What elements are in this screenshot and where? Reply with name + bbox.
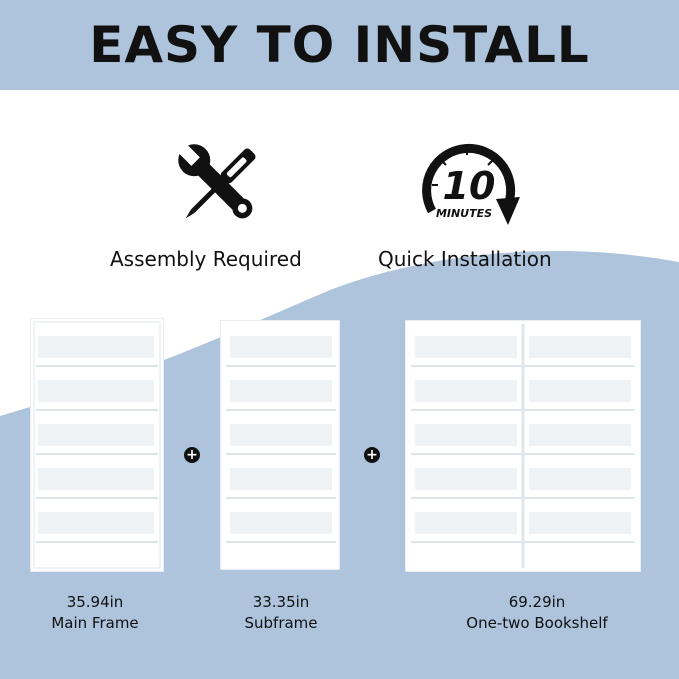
- timer-number: 10: [443, 164, 496, 208]
- subframe-shelf: [220, 320, 340, 570]
- main-frame-shelf: [30, 318, 164, 572]
- subframe-width: 33.35in: [252, 593, 310, 611]
- page-title: EASY TO INSTALL: [89, 16, 590, 74]
- plus-icon: +: [364, 447, 380, 463]
- assembly-required-label: Assembly Required: [110, 247, 302, 271]
- main-frame-name: Main Frame: [51, 614, 139, 632]
- subframe-name: Subframe: [244, 614, 318, 632]
- subframe-caption: 33.35in Subframe: [221, 592, 341, 634]
- timer-unit: MINUTES: [436, 207, 492, 220]
- bookshelf-name: One-two Bookshelf: [466, 614, 608, 632]
- bookshelf-width: 69.29in: [508, 593, 566, 611]
- plus-icon: +: [184, 447, 200, 463]
- title-banner: EASY TO INSTALL: [0, 0, 679, 90]
- main-frame-caption: 35.94in Main Frame: [35, 592, 155, 634]
- one-two-bookshelf: [405, 320, 641, 572]
- main-frame-width: 35.94in: [66, 593, 124, 611]
- bookshelf-caption: 69.29in One-two Bookshelf: [443, 592, 631, 634]
- timer-10-minutes-icon: 10 MINUTES: [412, 133, 528, 233]
- wrench-screwdriver-icon: [172, 140, 266, 230]
- quick-installation-label: Quick Installation: [378, 247, 552, 271]
